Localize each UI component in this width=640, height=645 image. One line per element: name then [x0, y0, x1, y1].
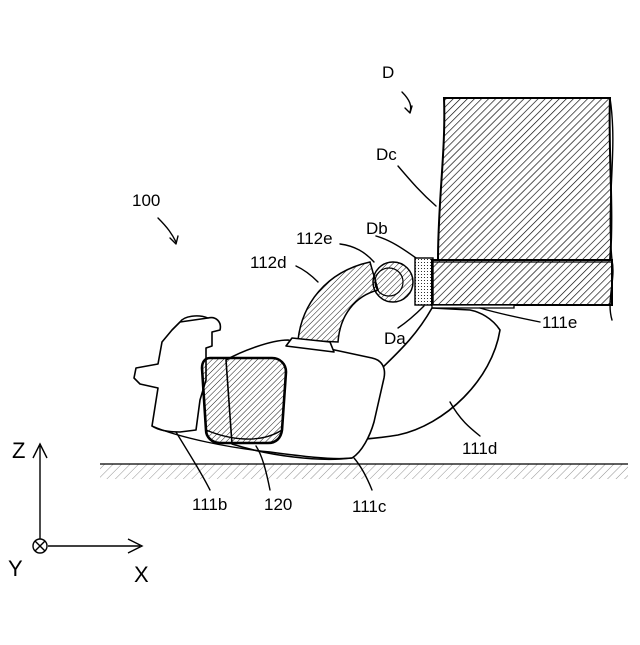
leader-111b [176, 432, 210, 490]
label-111e: 111e [542, 313, 577, 332]
label-111b: 111b [192, 495, 227, 514]
label-da: Da [384, 329, 406, 348]
y-axis-into-page-icon [33, 539, 47, 553]
leader-da [398, 306, 424, 328]
leader-db [376, 236, 416, 258]
leader-112e [340, 244, 374, 262]
label-dc: Dc [376, 145, 397, 164]
terminal-db [415, 258, 433, 305]
label-100: 100 [132, 191, 160, 210]
device-d-lower-section [432, 260, 612, 305]
leader-112d [296, 266, 318, 282]
device-d [415, 98, 613, 320]
axis-label-z: Z [12, 438, 25, 463]
axis-label-x: X [134, 562, 149, 587]
leader-100 [158, 218, 176, 242]
coordinate-axes [33, 444, 142, 553]
label-112e: 112e [296, 229, 333, 248]
label-111d: 111d [462, 439, 497, 458]
label-d: D [382, 63, 394, 82]
terminal-da [432, 305, 514, 308]
label-112d: 112d [250, 253, 287, 272]
label-120: 120 [264, 495, 292, 514]
part-120 [202, 358, 286, 443]
axis-label-y: Y [8, 556, 23, 581]
leader-111d [450, 402, 480, 436]
label-111c: 111c [352, 497, 387, 516]
leader-dc [398, 166, 436, 206]
label-db: Db [366, 219, 388, 238]
device-d-main-body [438, 98, 611, 260]
